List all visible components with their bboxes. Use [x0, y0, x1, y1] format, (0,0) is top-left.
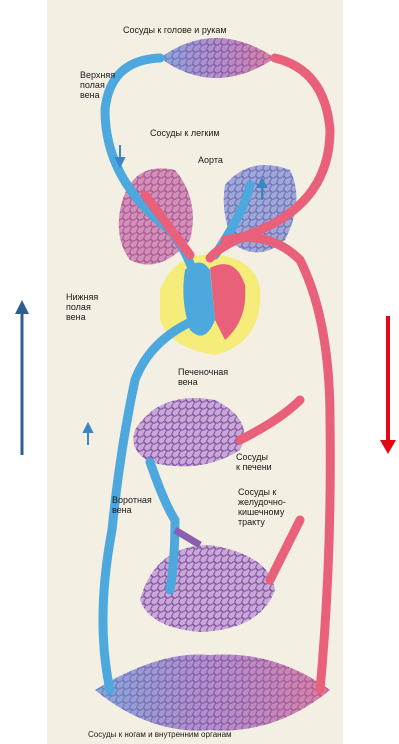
- head-vessels-label: Сосуды к голове и рукам: [123, 25, 227, 35]
- head-capillary-bed: [160, 38, 275, 78]
- heart: [160, 254, 261, 355]
- down-arrow-icon: [378, 316, 398, 456]
- liver-vessels-label: Сосуды к печени: [236, 452, 272, 472]
- up-arrow-icon: [12, 300, 32, 460]
- legs-capillary-bed: [95, 654, 330, 730]
- lung-vessels-label: Сосуды к легким: [150, 128, 220, 138]
- portal-vein-label: Воротная вена: [112, 495, 152, 515]
- inferior-vena-cava-label: Нижняя полая вена: [66, 292, 98, 322]
- gut-capillary-bed: [140, 545, 275, 632]
- superior-vena-cava-label: Верхняя полая вена: [80, 70, 115, 100]
- liver-capillary-bed: [133, 398, 244, 466]
- aorta-label: Аорта: [198, 155, 223, 165]
- gi-vessels-label: Сосуды к желудочно- кишечному тракту: [238, 487, 286, 527]
- legs-vessels-label: Сосуды к ногам и внутренним органам: [88, 730, 232, 740]
- hepatic-vein-label: Печеночная вена: [178, 367, 228, 387]
